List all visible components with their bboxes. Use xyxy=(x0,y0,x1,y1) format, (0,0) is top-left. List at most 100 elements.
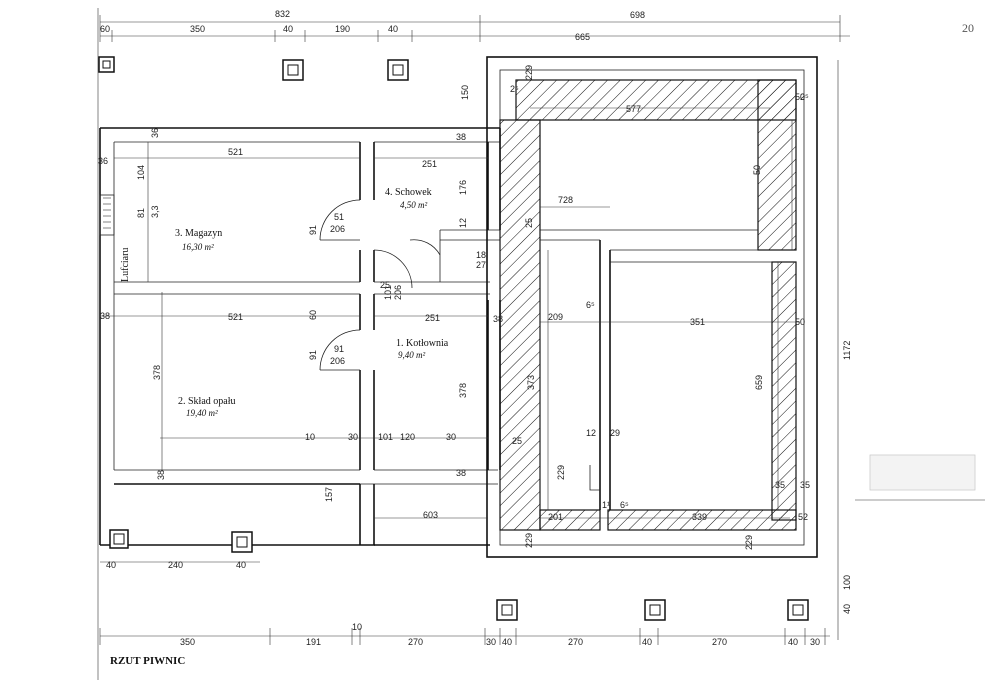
dim-top-40a: 40 xyxy=(283,24,293,34)
room-kotlownia-name: 1. Kotłownia xyxy=(396,338,449,349)
dim-bottom-upper: 40 xyxy=(106,560,116,570)
dim-top-190: 190 xyxy=(335,24,350,34)
dim-inner: 29 xyxy=(610,428,620,438)
dim-inner: 25 xyxy=(380,280,390,290)
page-number: 20 xyxy=(962,21,974,35)
dim-inner: 728 xyxy=(558,195,573,205)
dim-inner: 25 xyxy=(512,436,522,446)
dim-bottom: 270 xyxy=(712,637,727,647)
dim-inner: 35 xyxy=(775,480,785,490)
dim-top-665: 665 xyxy=(575,32,590,42)
door-dim: 91 xyxy=(334,344,344,354)
dim-bottom: 191 xyxy=(306,637,321,647)
dim-inner: 30 xyxy=(348,432,358,442)
dim-inner: 378 xyxy=(458,383,468,398)
door-dim: 206 xyxy=(393,285,403,300)
dim-inner: 229 xyxy=(524,533,534,548)
dim-inner: 1¹ xyxy=(602,500,610,510)
dim-inner: 2⁵ xyxy=(510,84,519,94)
dim-bottom-upper: 240 xyxy=(168,560,183,570)
inner-dimension-lines xyxy=(100,60,839,640)
dim-inner: 150 xyxy=(460,85,470,100)
left-building-walls xyxy=(99,127,501,546)
dim-inner: 521 xyxy=(228,312,243,322)
left-dimension-chain: 38 36 36 104 81 3,3 38 xyxy=(98,128,166,480)
dim-inner: 38 xyxy=(456,132,466,142)
dim-inner: 50 xyxy=(752,165,762,175)
dim-bottom: 270 xyxy=(568,637,583,647)
dim-inner: 251 xyxy=(422,159,437,169)
doors xyxy=(319,199,441,371)
room-sklad-area: 19,40 m² xyxy=(186,408,218,418)
dim-inner: 251 xyxy=(425,313,440,323)
room-magazyn-name: 3. Magazyn xyxy=(175,228,222,239)
door-dim: 206 xyxy=(330,224,345,234)
dim-inner: 38 xyxy=(493,314,503,324)
dim-inner: 201 xyxy=(548,512,563,522)
dim-inner: 25 xyxy=(524,218,534,228)
dim-right-1172: 1172 xyxy=(842,341,852,360)
dim-inner: 18 xyxy=(476,250,486,260)
dim-inner: 101 xyxy=(378,432,393,442)
dim-left: 81 xyxy=(136,208,146,218)
top-columns xyxy=(98,56,409,81)
dim-left: 38 xyxy=(156,470,166,480)
door-dim: 101 xyxy=(383,285,393,300)
top-dimension-chain: 60 350 40 190 40 832 665 698 xyxy=(99,9,850,42)
dim-top-698: 698 xyxy=(630,10,645,20)
dim-inner: 176 xyxy=(458,180,468,195)
dim-bottom: 40 xyxy=(788,637,798,647)
door-dim: 51 xyxy=(334,212,344,222)
dim-inner: 378 xyxy=(152,365,162,380)
dim-inner: 35 xyxy=(800,480,810,490)
lufciaru-label: Lufciaru xyxy=(120,248,131,282)
right-dimension-chain: 1172 100 40 xyxy=(842,341,852,614)
dim-inner: 577 xyxy=(626,104,641,114)
dim-left: 38 xyxy=(100,311,110,321)
dim-right-100: 100 xyxy=(842,575,852,590)
dim-inner: 373 xyxy=(526,375,536,390)
dim-bottom: 30 xyxy=(810,637,820,647)
bottom-columns xyxy=(109,529,809,621)
dim-inner: 12 xyxy=(458,218,468,228)
dim-inner: 38 xyxy=(456,468,466,478)
dim-inner: 52 xyxy=(798,512,808,522)
room-labels: 3. Magazyn 16,30 m² 2. Skład opału 19,40… xyxy=(120,187,449,418)
dim-inner: 50 xyxy=(795,317,805,327)
dim-inner: 521 xyxy=(228,147,243,157)
dim-inner: 2⁵ xyxy=(800,92,809,102)
room-magazyn-area: 16,30 m² xyxy=(182,242,214,252)
dim-top-350: 350 xyxy=(190,24,205,34)
dim-inner: 6⁵ xyxy=(620,500,629,510)
dim-inner: 659 xyxy=(754,375,764,390)
dim-inner: 27 xyxy=(476,260,486,270)
dim-inner: 30 xyxy=(446,432,456,442)
faint-stamp-area xyxy=(869,454,976,491)
dim-bottom: 40 xyxy=(642,637,652,647)
dim-inner: 229 xyxy=(744,535,754,550)
bottom-dimension-chain-lower: 350 191 10 270 30 40 270 40 270 40 30 xyxy=(99,622,830,647)
dim-inner: 50 xyxy=(795,92,805,102)
dim-inner: 339 xyxy=(692,512,707,522)
dim-inner: 60 xyxy=(308,310,318,320)
room-schowek-area: 4,50 m² xyxy=(400,200,427,210)
bottom-dimension-chain-upper: 40 240 40 xyxy=(100,560,260,570)
dim-inner: 351 xyxy=(690,317,705,327)
inner-dimension-texts: 521 251 521 251 38 38 38 50 577 728 209 … xyxy=(152,65,810,550)
dim-inner: 10 xyxy=(305,432,315,442)
dim-inner: 209 xyxy=(548,312,563,322)
dim-top-832: 832 xyxy=(275,9,290,19)
dim-inner: 6⁵ xyxy=(586,300,595,310)
door-dim: 206 xyxy=(330,356,345,366)
dim-bottom: 350 xyxy=(180,637,195,647)
dim-left: 104 xyxy=(136,165,146,180)
dim-inner: 91 xyxy=(308,225,318,235)
room-schowek-name: 4. Schowek xyxy=(385,187,432,198)
plan-title: RZUT PIWNIC xyxy=(110,655,185,667)
dim-inner: 229 xyxy=(556,465,566,480)
dim-bottom: 270 xyxy=(408,637,423,647)
dim-inner: 12 xyxy=(586,428,596,438)
dim-bottom-upper: 40 xyxy=(236,560,246,570)
room-sklad-name: 2. Skład opału xyxy=(178,396,236,407)
